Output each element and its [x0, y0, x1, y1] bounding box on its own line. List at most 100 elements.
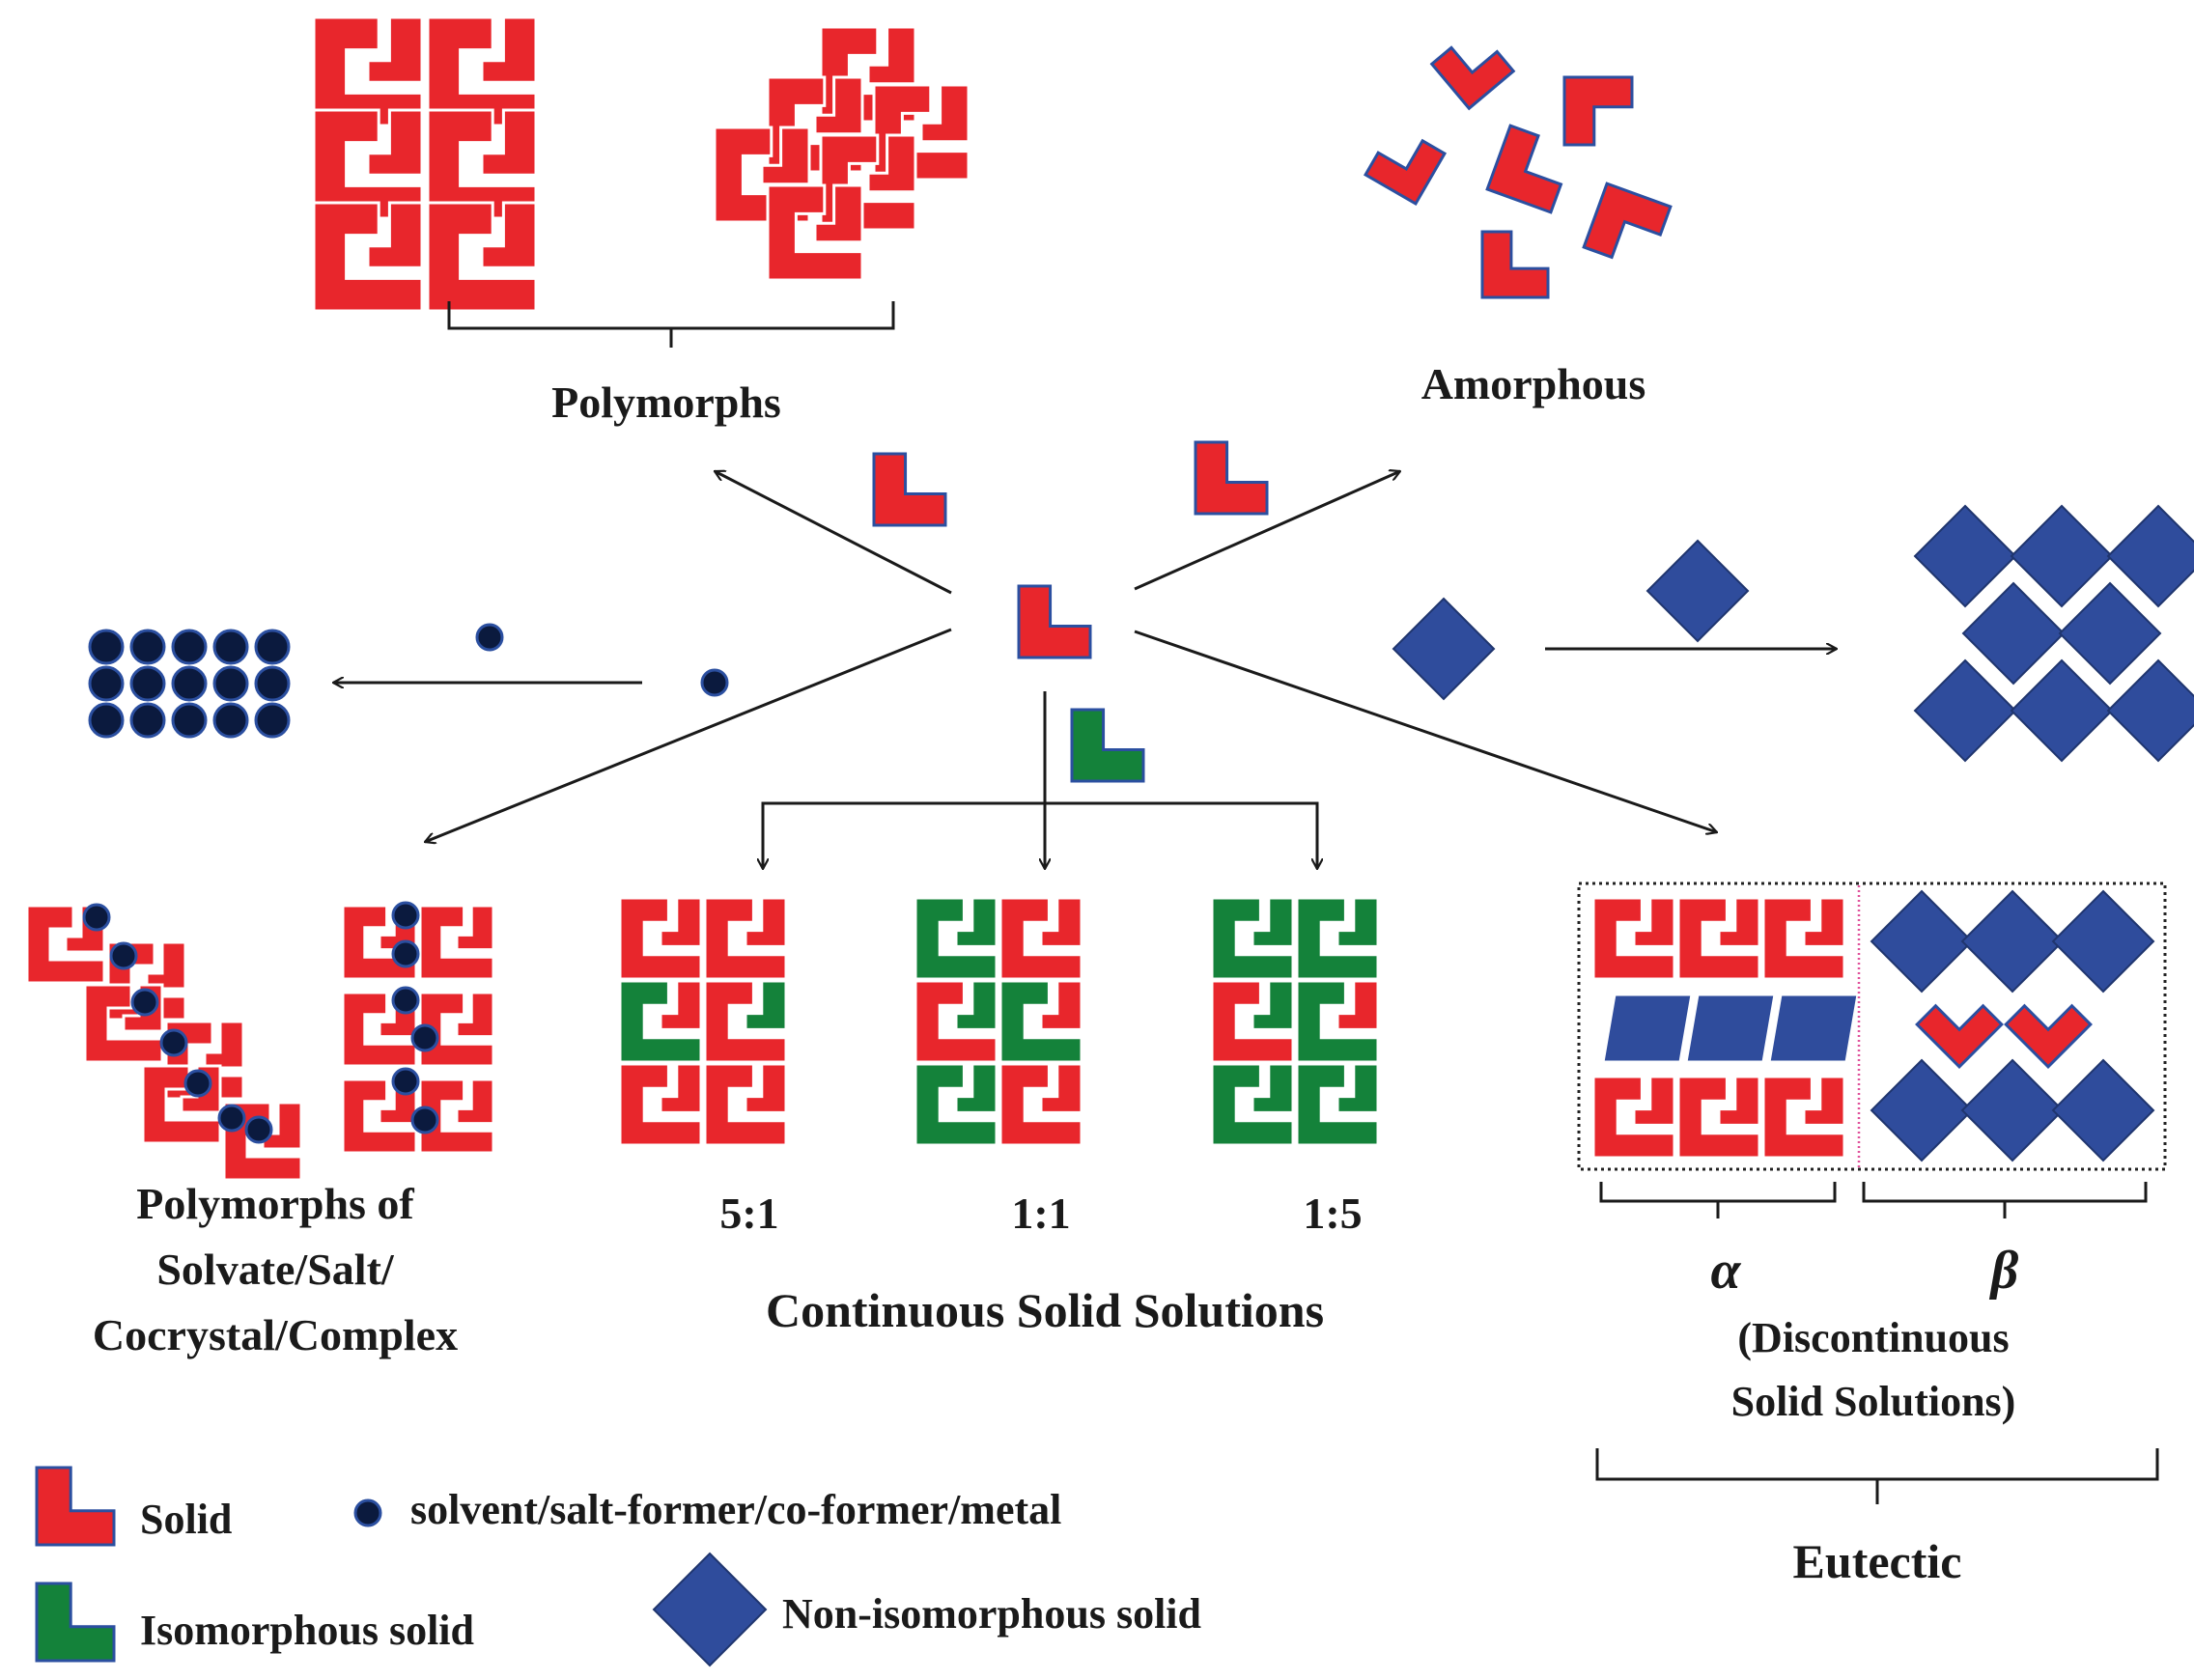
alpha-molecule	[1632, 1075, 1676, 1127]
solid-solution-molecule	[744, 979, 788, 1031]
solid-solution-molecule	[954, 979, 999, 1031]
bracket-polymorphs	[447, 301, 895, 348]
amorphous-molecule	[1480, 230, 1550, 299]
solvate-polymorph-lattices	[25, 901, 495, 1182]
solid-solution-molecule	[914, 896, 999, 981]
non-isomorphous-crystal	[1392, 504, 2194, 763]
solvate-dot	[244, 1115, 273, 1144]
beta-molecule	[1960, 1058, 2065, 1162]
alpha-molecule	[1802, 896, 1846, 948]
label-eutectic: Eutectic	[1793, 1534, 1962, 1588]
legend-symbols	[35, 1466, 768, 1667]
alpha-molecule	[1761, 896, 1846, 981]
bracket-alpha	[1599, 1182, 1837, 1218]
label-polymorphs-of-3: Cocrystal/Complex	[93, 1310, 458, 1359]
label-polymorphs: Polymorphs	[551, 378, 781, 427]
solvent-crystal-molecule	[212, 629, 249, 665]
alpha-molecule	[1591, 1075, 1676, 1160]
crystal-diamond	[2010, 658, 2114, 763]
solvate-dot	[410, 1023, 439, 1052]
amorphous-molecule	[1363, 138, 1448, 207]
continuous-solid-solution-lattices	[618, 896, 1380, 1147]
solvate-molecule	[341, 991, 418, 1068]
solid-solution-molecule	[659, 979, 703, 1031]
label-alpha: α	[1711, 1241, 1742, 1301]
solid-solution-molecule	[1210, 1062, 1295, 1147]
solvate-dot	[159, 1028, 188, 1057]
solvate-dot	[109, 941, 138, 970]
solvent-crystal-molecule	[129, 665, 166, 702]
solvent-molecules	[88, 623, 729, 739]
polymorph-molecule	[366, 108, 424, 177]
alpha-molecule	[1717, 1075, 1761, 1127]
beta-molecule	[1870, 889, 1974, 994]
polymorph-molecule	[760, 126, 811, 186]
polymorph-molecule	[813, 183, 864, 244]
solvate-dot	[217, 1104, 246, 1133]
solvate-dot	[82, 903, 111, 932]
non-isomorphous-molecule	[1646, 539, 1750, 643]
amorphous-molecule	[1485, 124, 1563, 214]
alpha-molecule	[1591, 896, 1676, 981]
solid-solution-molecule	[999, 979, 1083, 1064]
solid-solution-molecule	[914, 1062, 999, 1147]
legend-solvent-icon	[353, 1498, 382, 1527]
polymorph-molecule	[366, 15, 424, 84]
solvent-crystal-molecule	[88, 629, 125, 665]
solvate-molecule	[455, 1078, 495, 1126]
polymorph-molecule	[866, 25, 917, 86]
alpha-molecule	[1632, 896, 1676, 948]
solvate-molecule	[455, 991, 495, 1039]
solvent-crystal-molecule	[171, 629, 208, 665]
alpha-guest-molecule	[1601, 993, 1694, 1064]
legend-label-solvent: solvent/salt-former/co-former/metal	[410, 1486, 1061, 1533]
crystal-diamond	[2058, 581, 2162, 686]
eutectic-frame	[1577, 882, 2167, 1171]
alpha-guest-molecule	[1767, 993, 1860, 1064]
solid-solution-molecule	[659, 1062, 703, 1114]
solvate-molecule	[25, 904, 106, 985]
solid-solution-molecule	[1251, 979, 1295, 1031]
polymorph-lattice-square	[312, 15, 538, 313]
solid-solution-molecule	[1039, 896, 1083, 948]
solid-solution-molecule	[618, 979, 703, 1064]
solid-solution-molecule	[1336, 979, 1380, 1031]
solid-solution-molecule	[1039, 979, 1083, 1031]
alpha-molecule	[1802, 1075, 1846, 1127]
polymorph-molecule	[866, 133, 917, 194]
solvate-dot	[391, 901, 420, 930]
beta-molecule	[2051, 1058, 2155, 1162]
central-solid-molecules	[872, 440, 1269, 783]
solid-solution-molecule	[618, 1062, 703, 1147]
beta-molecule	[2051, 889, 2155, 994]
crystal-diamond	[1913, 658, 2017, 763]
amorphous-molecule	[1562, 75, 1634, 147]
solvent-crystal-molecule	[88, 702, 125, 739]
solvent-molecule	[475, 623, 504, 652]
solid-solution-molecule	[703, 896, 788, 981]
solvate-molecule	[418, 904, 495, 981]
polymorph-molecule	[366, 201, 424, 269]
solvent-crystal-molecule	[171, 702, 208, 739]
label-ratio-1-5: 1:5	[1303, 1189, 1362, 1238]
solid-solution-molecule	[954, 1062, 999, 1114]
solid-solution-molecule	[1336, 896, 1380, 948]
connector-lines	[333, 301, 2159, 1504]
solid-solution-molecule	[659, 896, 703, 948]
solvate-dot	[410, 1106, 439, 1134]
solid-solution-molecule	[744, 1062, 788, 1114]
solid-solution-molecule	[1210, 896, 1295, 981]
label-continuous-solid-solutions: Continuous Solid Solutions	[766, 1283, 1324, 1337]
solvate-molecule	[341, 1078, 418, 1155]
alpha-guest-molecule	[1684, 993, 1777, 1064]
label-ratio-5-1: 5:1	[719, 1189, 778, 1238]
solvent-crystal-molecule	[88, 665, 125, 702]
label-polymorphs-of-2: Solvate/Salt/	[156, 1245, 395, 1294]
legend-label-solid: Solid	[140, 1496, 232, 1543]
amorphous-cluster	[1363, 45, 1673, 299]
amorphous-molecule	[1582, 182, 1673, 260]
polymorph-molecule	[480, 15, 538, 84]
arrow-to-amorphous	[1134, 471, 1400, 591]
solid-solution-molecule	[999, 1062, 1083, 1147]
